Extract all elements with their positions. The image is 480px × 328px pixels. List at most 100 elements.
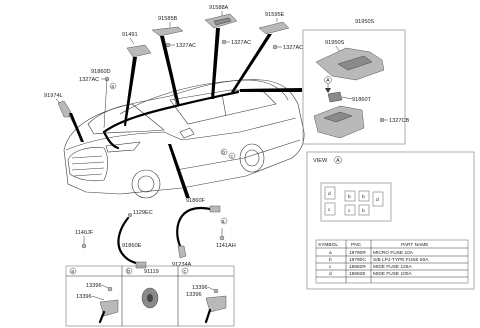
fuse-cell-5-label: b xyxy=(362,208,365,214)
label-91950S-box: 91950S xyxy=(325,40,345,46)
label-1327AC-d: 1327AC xyxy=(79,77,99,83)
part-1327AC-d: 1327AC xyxy=(79,76,110,83)
callout-a-harness: a xyxy=(222,219,225,225)
fuse-cell-1-label: c xyxy=(328,208,331,213)
part-1327AC-a: 1327AC xyxy=(165,42,196,49)
fuse-box-frame xyxy=(302,29,406,145)
fuse-cell-1 xyxy=(324,202,336,216)
label-1327AC-b: 1327AC xyxy=(231,40,251,46)
part-1140JF: 1140JF xyxy=(75,230,94,249)
fuse-cell-7 xyxy=(372,191,384,207)
bracket-91491-shape xyxy=(126,44,152,58)
label-91860T: 91860T xyxy=(352,97,372,103)
part-91595E: 91595E xyxy=(258,12,290,35)
fuse-box-base-shape xyxy=(313,105,365,139)
callout-c-car: c xyxy=(228,152,236,160)
row2-pnc: 18682R xyxy=(349,264,366,270)
detail-c-part1: 13396 xyxy=(192,285,208,291)
part-91860D: 91860D xyxy=(91,69,111,75)
detail-a: a 13396 13396 xyxy=(65,265,123,327)
label-91585B: 91585B xyxy=(158,16,178,22)
part-1327AC-c: 1327AC xyxy=(272,44,303,51)
detail-c: c 13396 13396 xyxy=(177,265,235,327)
part-91588A: 91588A xyxy=(204,5,238,29)
fuse-cell-4-label: c xyxy=(348,209,351,214)
part-1327AC-b: 1327AC xyxy=(221,39,251,46)
detail-b: b 91119 xyxy=(121,265,179,327)
th-symbol: SYMBOL xyxy=(318,242,338,248)
row3-symbol: d xyxy=(329,271,332,277)
harness-91860E: 91860E xyxy=(117,216,147,269)
fuse-cell-5 xyxy=(358,204,370,216)
bracket-91974L-shape xyxy=(57,100,72,118)
view-a-frame xyxy=(306,151,475,290)
callout-a-top-text: a xyxy=(111,84,114,90)
row1-pnc: 18790C xyxy=(349,257,366,263)
label-1327CB: 1327CB xyxy=(389,118,409,124)
label-91860D: 91860D xyxy=(91,69,111,75)
harness-91860F: 91860F a xyxy=(176,198,228,248)
fuse-cell-4 xyxy=(344,204,356,216)
detail-a-letter: a xyxy=(71,269,74,275)
th-part-name: PART NAME xyxy=(401,242,428,248)
label-91860E: 91860E xyxy=(122,243,142,249)
part-1141AH: 1141AH xyxy=(216,228,236,249)
callout-b-car-text: b xyxy=(222,150,225,156)
row1-symbol: b xyxy=(329,257,332,263)
fuse-cell-2-label: b xyxy=(348,194,351,200)
row0-name: MICRO FUSE 10A xyxy=(373,250,414,256)
detail-b-part1: 91119 xyxy=(144,269,159,275)
detail-c-letter: c xyxy=(184,269,187,275)
clip-91585B-shape xyxy=(151,26,184,37)
fuse-cell-2 xyxy=(344,190,356,202)
part-91234A: 91234A xyxy=(172,245,192,268)
row0-pnc: 18790R xyxy=(349,250,366,256)
fuse-cell-7-label: d xyxy=(376,197,379,203)
label-1140JF: 1140JF xyxy=(75,230,94,236)
label-91234A: 91234A xyxy=(172,262,192,268)
pnc-table: SYMBOL PNC PART NAME a 18790R MICRO FUSE… xyxy=(315,239,469,284)
view-a-letter: A xyxy=(336,158,340,164)
callout-a-top: a xyxy=(109,82,117,90)
label-91860F: 91860F xyxy=(186,198,206,204)
callout-c-car-text: c xyxy=(231,154,234,160)
view-a-panel: VIEW A d c b b c b d SYMBOL PNC xyxy=(306,151,475,290)
detail-b-letter: b xyxy=(127,269,130,275)
row1-name: S/B LPJ-TYPE FUSE 50A xyxy=(373,257,429,263)
row2-name: MIDE FUSE 125A xyxy=(373,264,412,270)
label-1141AH: 1141AH xyxy=(216,243,236,249)
label-1327AC-c: 1327AC xyxy=(283,45,303,51)
part-91491: 91491 xyxy=(122,32,152,58)
label-91588A: 91588A xyxy=(209,5,229,11)
fuse-cell-0 xyxy=(324,186,336,200)
label-91974L: 91974L xyxy=(44,93,63,99)
callout-A-box: A xyxy=(326,78,330,84)
row0-symbol: a xyxy=(329,251,332,256)
callout-b-car: b xyxy=(220,148,228,156)
fuse-cell-3 xyxy=(358,190,370,202)
label-91491: 91491 xyxy=(122,32,138,38)
guide-wedges xyxy=(69,28,302,198)
fuse-layout xyxy=(320,182,392,222)
label-1327AC-a: 1327AC xyxy=(176,43,196,49)
detail-a-part2: 13396 xyxy=(76,294,92,300)
clip-91595E-shape xyxy=(258,21,290,35)
detail-c-part2: 13396 xyxy=(186,292,202,298)
row2-symbol: c xyxy=(329,265,332,270)
fuse-box-group: 91950S 91950S A 91860T 1327CB xyxy=(302,19,409,145)
label-91950S-top: 91950S xyxy=(355,19,375,25)
car-illustration xyxy=(63,79,305,199)
detail-a-part1: 13396 xyxy=(86,283,102,289)
view-a-title: VIEW xyxy=(313,158,328,164)
label-91595E: 91595E xyxy=(265,12,285,18)
part-91974L: 91974L xyxy=(44,93,72,118)
part-91585B: 91585B xyxy=(151,16,184,37)
th-pnc: PNC xyxy=(351,242,362,248)
row3-pnc: 18682E xyxy=(349,271,366,277)
row3-name: MIDE FUSE 100A xyxy=(373,271,412,277)
fuse-cell-3-label: b xyxy=(362,194,365,200)
fuse-cell-0-label: d xyxy=(328,191,331,197)
label-1129EC: 1129EC xyxy=(133,210,153,216)
